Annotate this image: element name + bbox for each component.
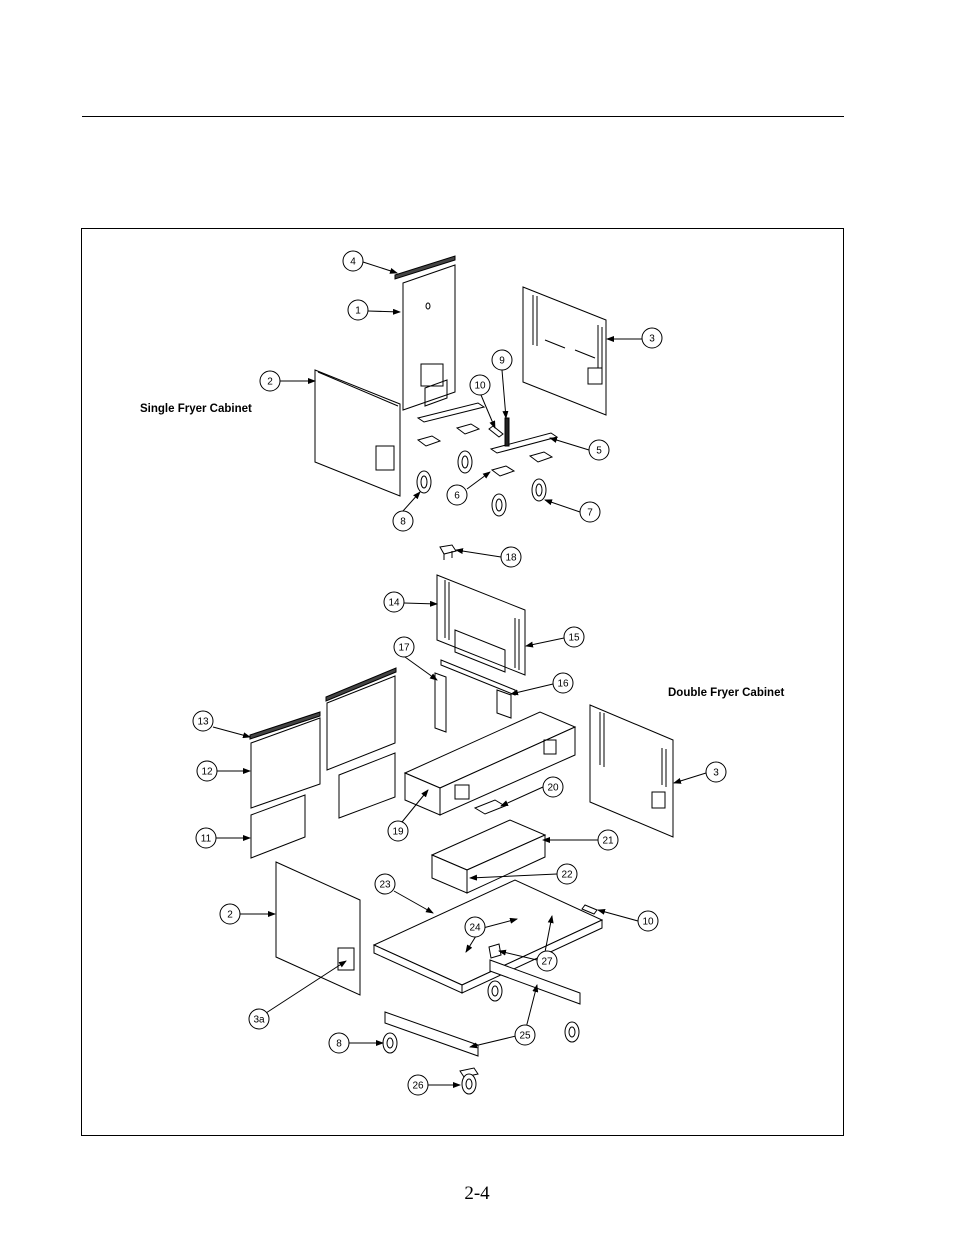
callout-circle (637, 910, 659, 932)
casters-single (416, 450, 547, 517)
callout-circle (192, 710, 214, 732)
callout-label: 15 (568, 633, 580, 644)
callout-label: 8 (336, 1039, 342, 1050)
callout-circle (469, 374, 491, 396)
callout-label: 10 (642, 917, 654, 928)
caster-rails-double (384, 959, 581, 1057)
small-bracket-single (488, 425, 504, 438)
front-rail (440, 659, 516, 719)
callout-circle (328, 1032, 350, 1054)
callout-circle (552, 672, 574, 694)
small-plate (473, 799, 507, 815)
double-fryer-cabinet-label: Double Fryer Cabinet (668, 687, 785, 699)
callout-label: 22 (561, 870, 573, 881)
callout-label: 4 (350, 257, 356, 268)
top-trim-strip (394, 255, 456, 280)
callout-label: 18 (505, 553, 517, 564)
callout-label: 23 (379, 880, 391, 891)
left-side-panel-single (314, 369, 401, 497)
caster-plates (416, 423, 554, 477)
callout-label: 19 (392, 827, 404, 838)
figure-frame (81, 228, 844, 1136)
callout-label: 8 (400, 517, 406, 528)
right-side-panel-double (589, 704, 674, 838)
vertical-divider (434, 672, 447, 733)
top-bracket (439, 544, 457, 560)
callout-circle (407, 1074, 429, 1096)
callout-label: 3a (253, 1015, 265, 1026)
callout-circle (248, 1008, 270, 1030)
callout-circle (259, 370, 281, 392)
back-panel (402, 264, 456, 411)
callout-numbers: 4 1 3 9 10 2 5 6 7 8 18 14 15 17 16 13 1… (197, 257, 719, 1092)
top-frame (403, 711, 577, 816)
page-number: 2-4 (464, 1183, 490, 1204)
callout-label: 7 (587, 508, 593, 519)
callout-circle (446, 484, 468, 506)
callout-label: 24 (469, 923, 481, 934)
right-side-panel-single (522, 286, 607, 416)
callout-circle (195, 827, 217, 849)
callout-circle (393, 636, 415, 658)
callout-label: 27 (541, 957, 553, 968)
callout-circle (342, 250, 364, 272)
callout-label: 6 (454, 491, 460, 502)
callout-circle (597, 829, 619, 851)
drain-rod (504, 417, 510, 447)
callout-circle (556, 863, 578, 885)
callout-label: 25 (519, 1031, 531, 1042)
middle-frame (430, 819, 547, 894)
callout-circle (347, 299, 369, 321)
callout-circle (514, 1024, 536, 1046)
callout-circle (392, 510, 414, 532)
callout-circle (542, 776, 564, 798)
callout-label: 12 (201, 767, 213, 778)
callout-circle (491, 349, 513, 371)
callout-circle (196, 760, 218, 782)
callout-circle (500, 546, 522, 568)
callout-circle (579, 501, 601, 523)
callout-circle (536, 950, 558, 972)
callout-label: 26 (412, 1081, 424, 1092)
callout-circle (383, 591, 405, 613)
callout-label: 10 (474, 381, 486, 392)
callout-label: 2 (227, 910, 233, 921)
upper-front-panels (250, 675, 396, 809)
callout-circle (219, 903, 241, 925)
caster-mount-rails (416, 402, 559, 454)
top-trim-double (249, 667, 397, 740)
leader-lines (212, 261, 707, 1088)
callout-circle (464, 916, 486, 938)
callout-circle (588, 439, 610, 461)
callout-label: 20 (547, 783, 559, 794)
base-frame (372, 879, 604, 994)
callout-label: 11 (201, 834, 212, 845)
callout-circle (374, 873, 396, 895)
callout-label: 13 (197, 717, 209, 728)
small-bracket-double (581, 904, 598, 915)
callout-circle (563, 626, 585, 648)
callout-label: 5 (596, 446, 602, 457)
callout-label: 21 (602, 836, 614, 847)
callout-label: 2 (267, 377, 273, 388)
callout-circle (641, 327, 663, 349)
callout-label: 3 (649, 334, 655, 345)
single-fryer-cabinet-label: Single Fryer Cabinet (140, 403, 252, 415)
casters-double (382, 980, 580, 1095)
rear-panel-double (436, 574, 526, 676)
callout-label: 14 (388, 598, 400, 609)
left-side-panel-double (275, 861, 361, 996)
callout-label: 16 (557, 679, 569, 690)
callout-label: 1 (355, 306, 361, 317)
callout-label: 17 (398, 643, 410, 654)
header-rule (82, 116, 844, 117)
callout-circle (387, 820, 409, 842)
callout-label: 9 (499, 356, 505, 367)
callout-circles (192, 250, 727, 1096)
callout-label: 3 (713, 768, 719, 779)
lower-front-panels (250, 752, 396, 859)
callout-circle (705, 761, 727, 783)
